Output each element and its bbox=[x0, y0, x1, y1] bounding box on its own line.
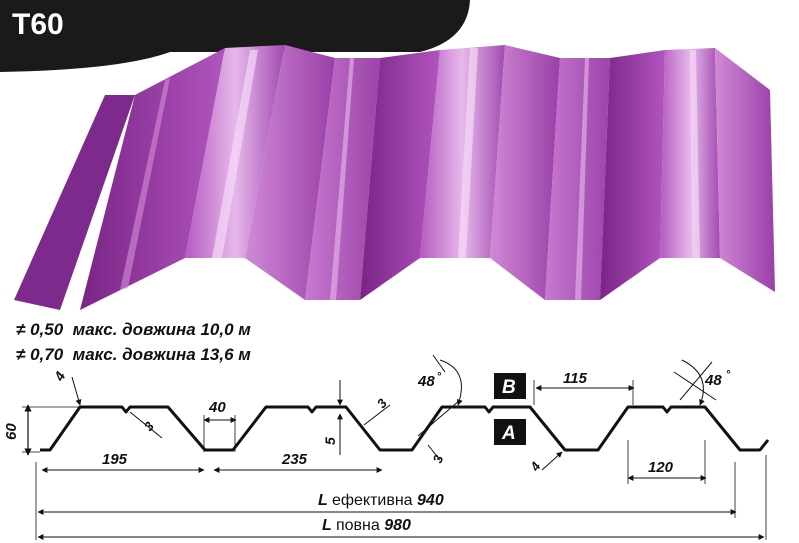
top-width-label: 115 bbox=[563, 370, 588, 387]
sheet-3d bbox=[14, 45, 775, 310]
spec-label: макс. довжина bbox=[72, 345, 196, 364]
crest-2 bbox=[360, 50, 440, 300]
slope-label: 3 bbox=[141, 418, 158, 434]
spec-line-070: ≠ 0,70 макс. довжина 13,6 м bbox=[16, 345, 251, 365]
spec-symbol: ≠ bbox=[16, 320, 26, 339]
pitch-195-label: 195 bbox=[102, 451, 128, 468]
crest-1 bbox=[80, 48, 225, 310]
valley-small-label: 3 bbox=[430, 452, 447, 465]
stiffener-label: 5 bbox=[322, 437, 338, 445]
spec-symbol: ≠ bbox=[16, 345, 26, 364]
spec-line-050: ≠ 0,50 макс. довжина 10,0 м bbox=[16, 320, 251, 340]
spec-thickness: 0,70 bbox=[30, 345, 64, 364]
pitch-235-label: 235 bbox=[281, 451, 308, 468]
top-radius-label: 4 bbox=[50, 369, 68, 385]
title-banner bbox=[0, 0, 470, 72]
spec-label: макс. довжина bbox=[72, 320, 196, 339]
rib-slope-label: 3 bbox=[374, 395, 391, 411]
total-width-label: L повна 980 bbox=[322, 517, 411, 534]
spec-length: 10,0 м bbox=[200, 320, 251, 339]
height-label: 60 bbox=[3, 423, 20, 440]
crest-3 bbox=[600, 50, 665, 300]
svg-text:B: B bbox=[502, 377, 516, 398]
bottom-radius-label: 4 bbox=[527, 459, 544, 475]
spec-length: 13,6 м bbox=[200, 345, 251, 364]
title-label: T60 bbox=[12, 8, 64, 41]
side-b-marker: B bbox=[494, 373, 526, 399]
spec-thickness: 0,50 bbox=[30, 320, 64, 339]
angle-right-label: 48° bbox=[704, 369, 731, 389]
bottom-flat-label: 40 bbox=[208, 399, 226, 416]
svg-text:A: A bbox=[501, 423, 516, 444]
bottom-width-label: 120 bbox=[648, 459, 674, 476]
profile-line bbox=[40, 405, 770, 452]
angle-left-label: 48° bbox=[417, 371, 442, 390]
side-a-marker: A bbox=[494, 419, 526, 445]
effective-width-label: L ефективна 940 bbox=[318, 492, 444, 509]
